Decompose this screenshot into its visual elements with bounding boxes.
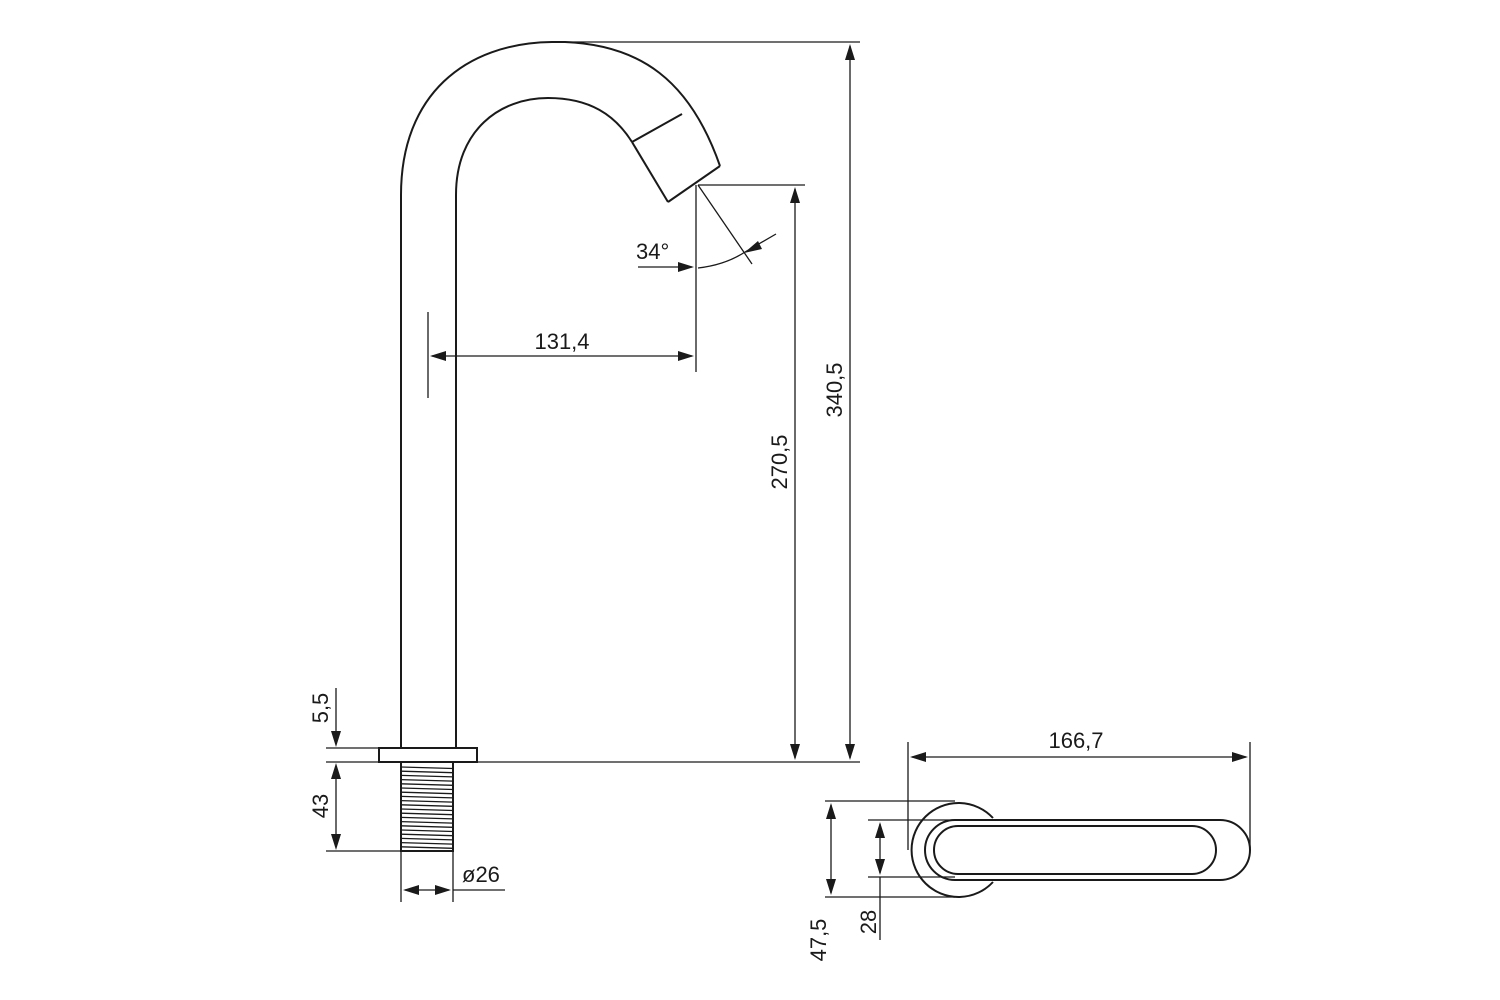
- thread-line: [401, 833, 453, 837]
- label-plan-inner-width: 28: [856, 910, 881, 934]
- thread-line: [401, 820, 453, 824]
- thread-line: [401, 795, 453, 799]
- spout-side-view: [378, 41, 721, 852]
- dimension-lines: [331, 44, 855, 895]
- label-thread-diameter: ø26: [462, 862, 500, 887]
- threaded-shank: [400, 761, 454, 852]
- label-outlet-height: 270,5: [767, 434, 792, 489]
- thread-line: [401, 778, 453, 782]
- plan-outer-outline: [910, 802, 994, 898]
- label-outlet-angle: 34°: [636, 239, 669, 264]
- label-plan-length: 166,7: [1048, 728, 1103, 753]
- spout-inner-contour: [455, 96, 633, 748]
- label-flange-thickness: 5,5: [308, 693, 333, 724]
- thread-line: [401, 829, 453, 833]
- thread-line: [401, 808, 453, 812]
- plan-spout-inner: [933, 825, 1217, 875]
- thread-line: [401, 783, 453, 786]
- thread-line: [401, 804, 453, 807]
- label-plan-outer-diameter: 47,5: [806, 919, 831, 962]
- aerator-side: [631, 141, 669, 203]
- thread-line: [401, 791, 453, 795]
- thread-line: [401, 812, 453, 816]
- plan-spout-outer: [924, 819, 1251, 881]
- extension-lines: [326, 41, 860, 902]
- thread-line: [401, 787, 453, 791]
- thread-line: [401, 774, 453, 778]
- aerator-joint: [631, 113, 683, 143]
- label-thread-length: 43: [308, 794, 333, 818]
- mounting-flange: [378, 747, 478, 763]
- spout-plan-view: [825, 742, 1251, 940]
- thread-line: [401, 816, 453, 820]
- thread-line: [401, 846, 453, 849]
- thread-line: [401, 799, 453, 803]
- thread-line: [401, 825, 453, 828]
- dimension-labels: 34° 131,4 270,5 340,5 5,5 43 ø26 166,7 2…: [308, 239, 1104, 961]
- thread-line: [401, 766, 453, 770]
- aerator-outlet-face: [667, 165, 721, 203]
- label-spout-reach: 131,4: [534, 329, 589, 354]
- thread-line: [401, 770, 453, 774]
- label-total-height: 340,5: [822, 362, 847, 417]
- thread-line: [401, 837, 453, 841]
- thread-lines: [401, 766, 453, 849]
- thread-line: [401, 841, 453, 845]
- spout-outer-contour: [400, 41, 721, 748]
